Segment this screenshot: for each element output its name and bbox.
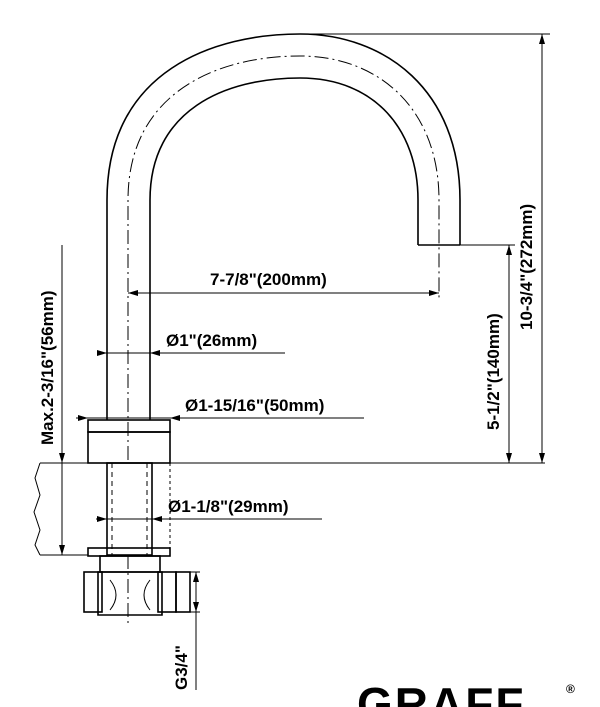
tube-diameter-dimension bbox=[97, 350, 285, 356]
thread-label: G3/4" bbox=[172, 645, 191, 690]
overall-height-dimension bbox=[300, 33, 550, 463]
base-escutcheon bbox=[87, 419, 171, 464]
thread-dimension bbox=[193, 572, 199, 690]
deck-thickness-dimension bbox=[59, 245, 65, 555]
deck-section bbox=[33, 462, 545, 556]
reach-dimension bbox=[128, 290, 439, 296]
shank-diameter-label: Ø1-1/8"(29mm) bbox=[168, 497, 289, 516]
logo-registered-mark: ® bbox=[566, 682, 577, 696]
overall-height-label: 10-3/4"(272mm) bbox=[517, 204, 536, 330]
shank-diameter-dimension bbox=[96, 516, 322, 522]
brand-logo: GRAFF ® bbox=[357, 678, 577, 707]
base-diameter-dimension bbox=[76, 415, 364, 421]
reach-dimension-label: 7-7/8"(200mm) bbox=[210, 270, 327, 289]
tube-diameter-label: Ø1"(26mm) bbox=[166, 331, 257, 350]
shank bbox=[87, 462, 171, 557]
spout-height-dimension bbox=[460, 244, 515, 463]
spout-tube bbox=[106, 33, 461, 460]
spout-height-label: 5-1/2"(140mm) bbox=[484, 313, 503, 430]
base-diameter-label: Ø1-15/16"(50mm) bbox=[185, 396, 324, 415]
logo-wordmark: GRAFF bbox=[357, 678, 525, 707]
deck-thickness-label: Max.2-3/16"(56mm) bbox=[38, 290, 57, 445]
connector-fitting bbox=[83, 555, 200, 625]
